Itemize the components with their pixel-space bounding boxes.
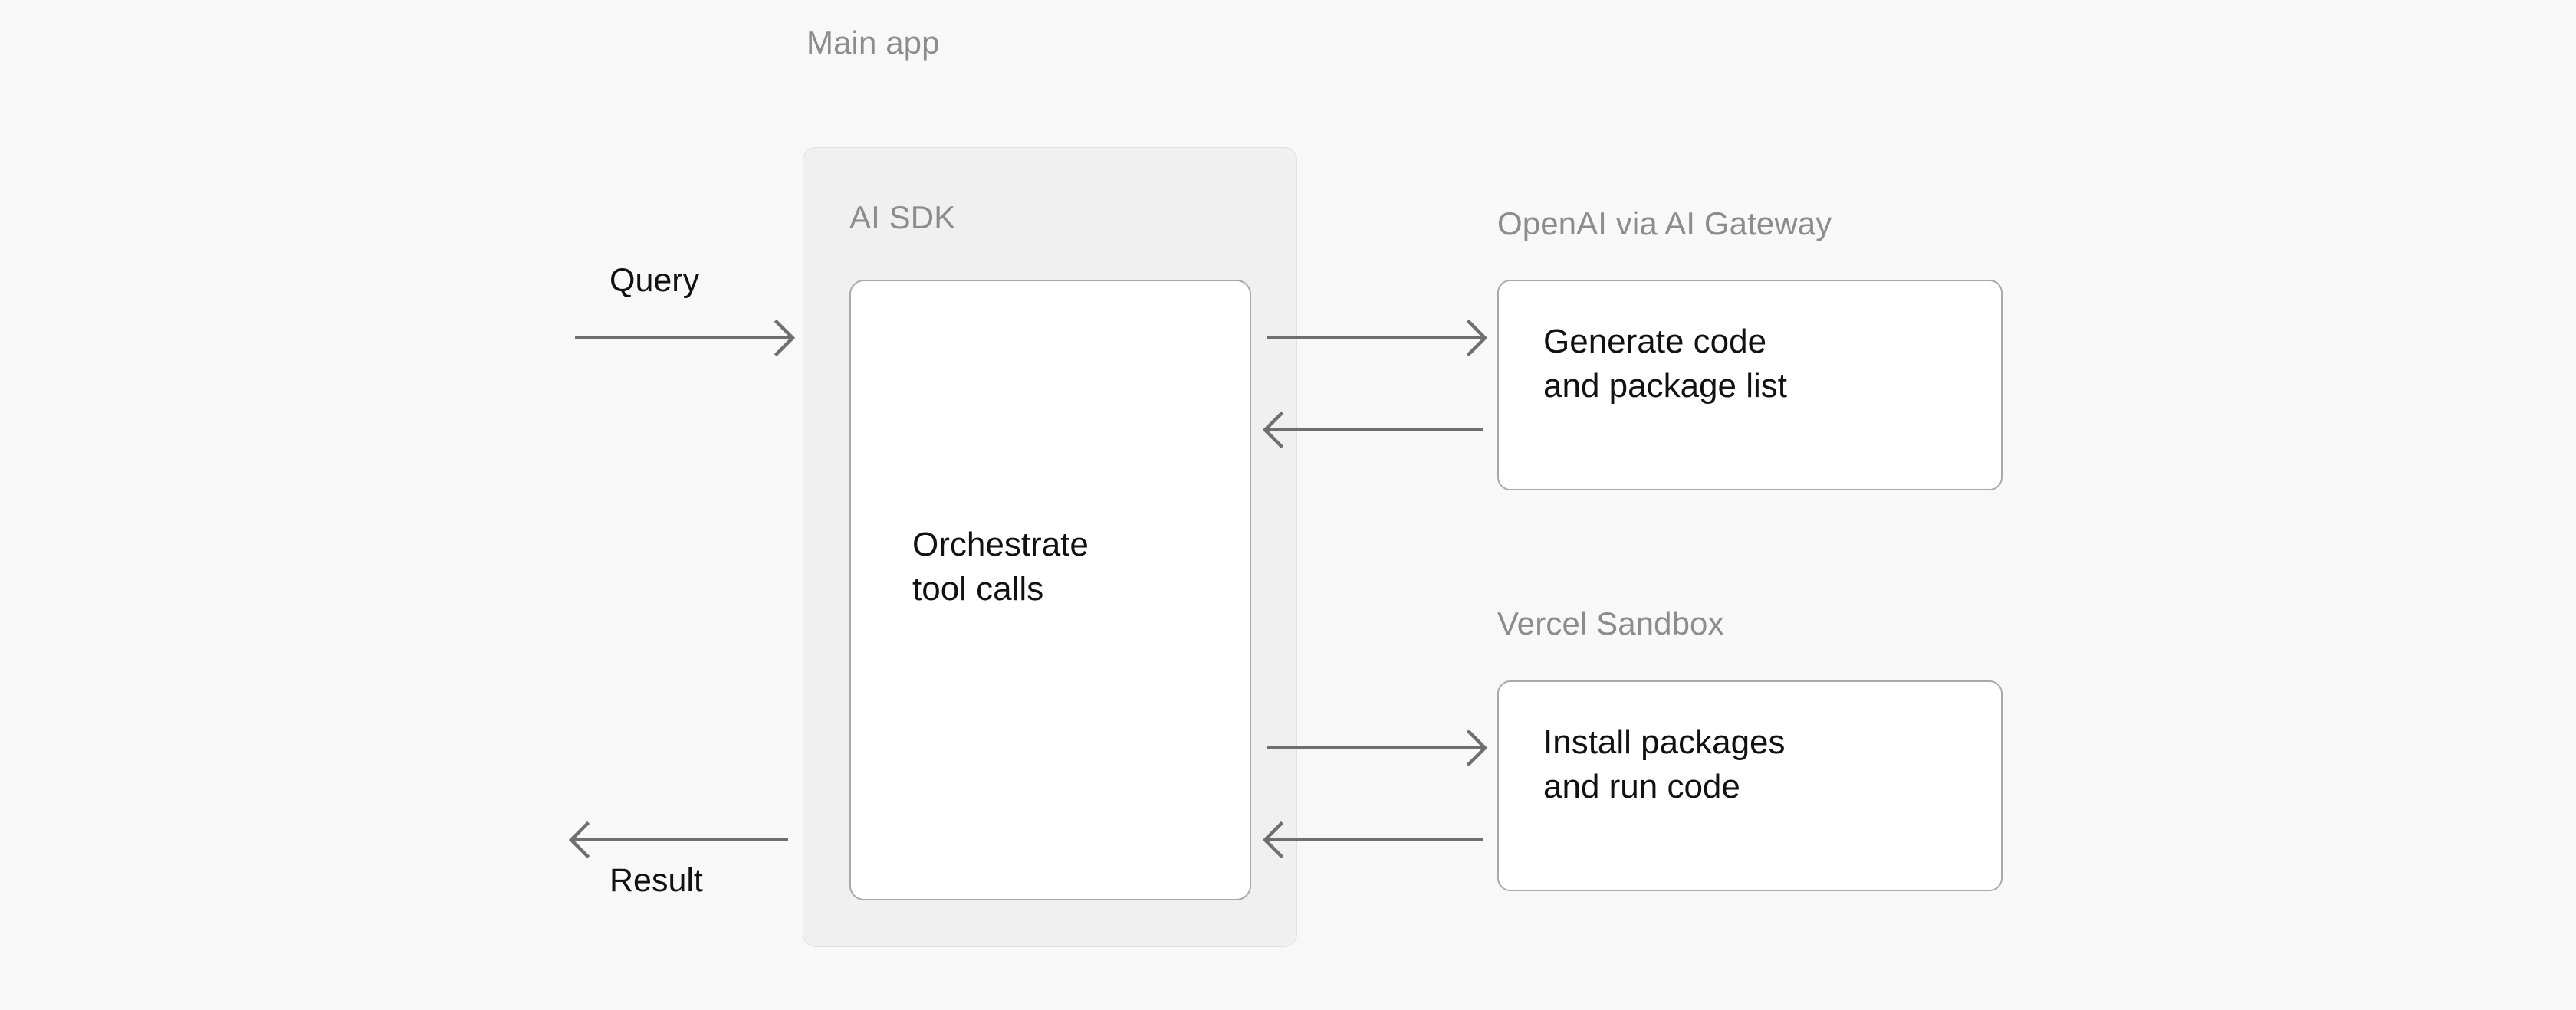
main-app-heading: Main app	[807, 25, 940, 61]
orchestrate-tool-calls-text: Orchestrate tool calls	[912, 526, 1089, 608]
install-packages-card: Install packages and run code	[1497, 680, 2003, 891]
result-label: Result	[610, 862, 703, 899]
generate-code-card: Generate code and package list	[1497, 280, 2003, 490]
ai-sdk-heading: AI SDK	[849, 199, 956, 235]
arrow-head-query-in	[774, 319, 796, 357]
orchestrate-tool-calls-card	[849, 280, 1251, 900]
query-label: Query	[610, 262, 700, 299]
openai-gateway-heading: OpenAI via AI Gateway	[1497, 205, 1832, 241]
arrow-head-gateway-request	[1466, 319, 1488, 357]
install-packages-text: Install packages and run code	[1543, 723, 1786, 806]
generate-code-text: Generate code and package list	[1543, 323, 1787, 405]
vercel-sandbox-heading: Vercel Sandbox	[1497, 605, 1724, 641]
arrow-head-result-out	[568, 821, 590, 859]
arrow-head-sandbox-request	[1466, 729, 1488, 767]
